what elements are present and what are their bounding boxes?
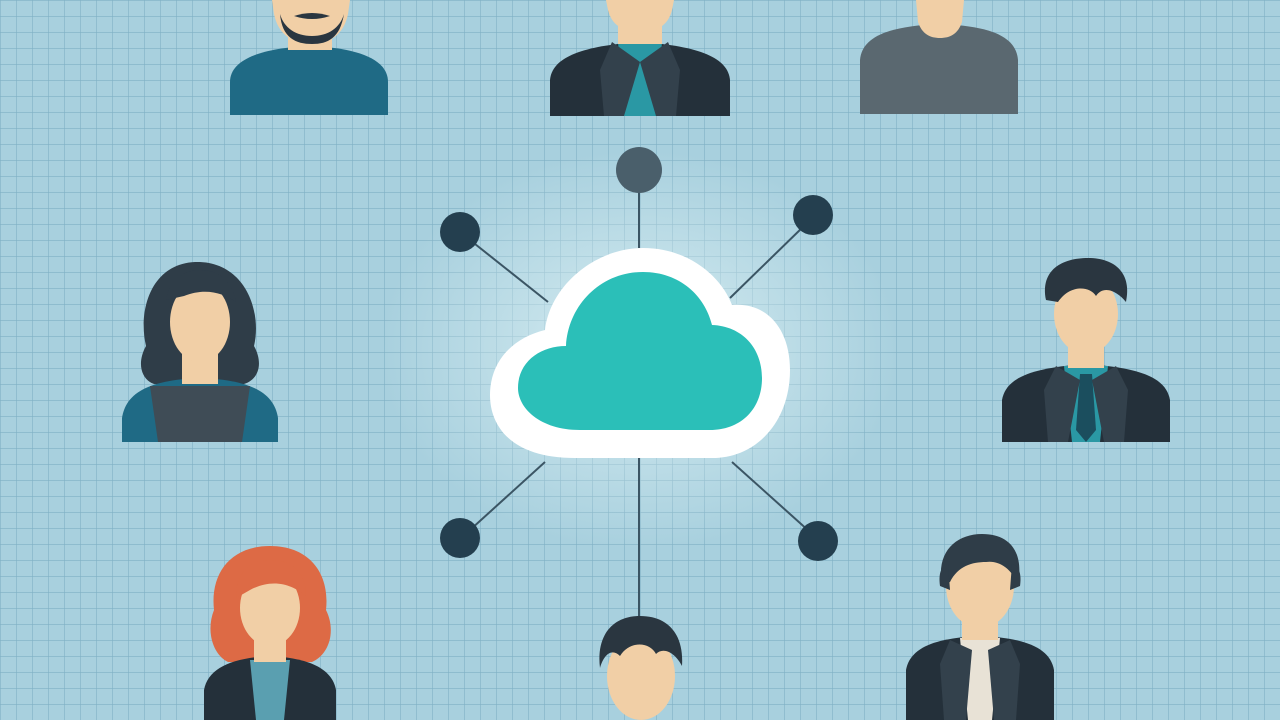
node-top [616,147,662,193]
businessman-icon-bottom-right [906,534,1054,720]
connector-upper-left [469,239,549,303]
businessman-icon-right [1002,258,1170,442]
network-nodes [440,147,838,561]
node-lower-left [440,518,480,558]
businessman-icon-top [550,0,730,116]
cloud-fill [518,272,762,430]
node-lower-right [798,521,838,561]
person-icon-top-right [860,0,1018,114]
node-upper-right [793,195,833,235]
bearded-man-icon [230,0,388,115]
woman-icon-red-hair [204,546,336,720]
connector-lower-left [469,461,546,531]
man-icon-bottom [599,616,683,720]
woman-icon-left [122,262,278,442]
connector-lower-right [731,461,811,533]
node-upper-left [440,212,480,252]
connector-upper-right [729,224,806,299]
cloud-icon [490,248,790,458]
connector-lines [469,190,811,620]
